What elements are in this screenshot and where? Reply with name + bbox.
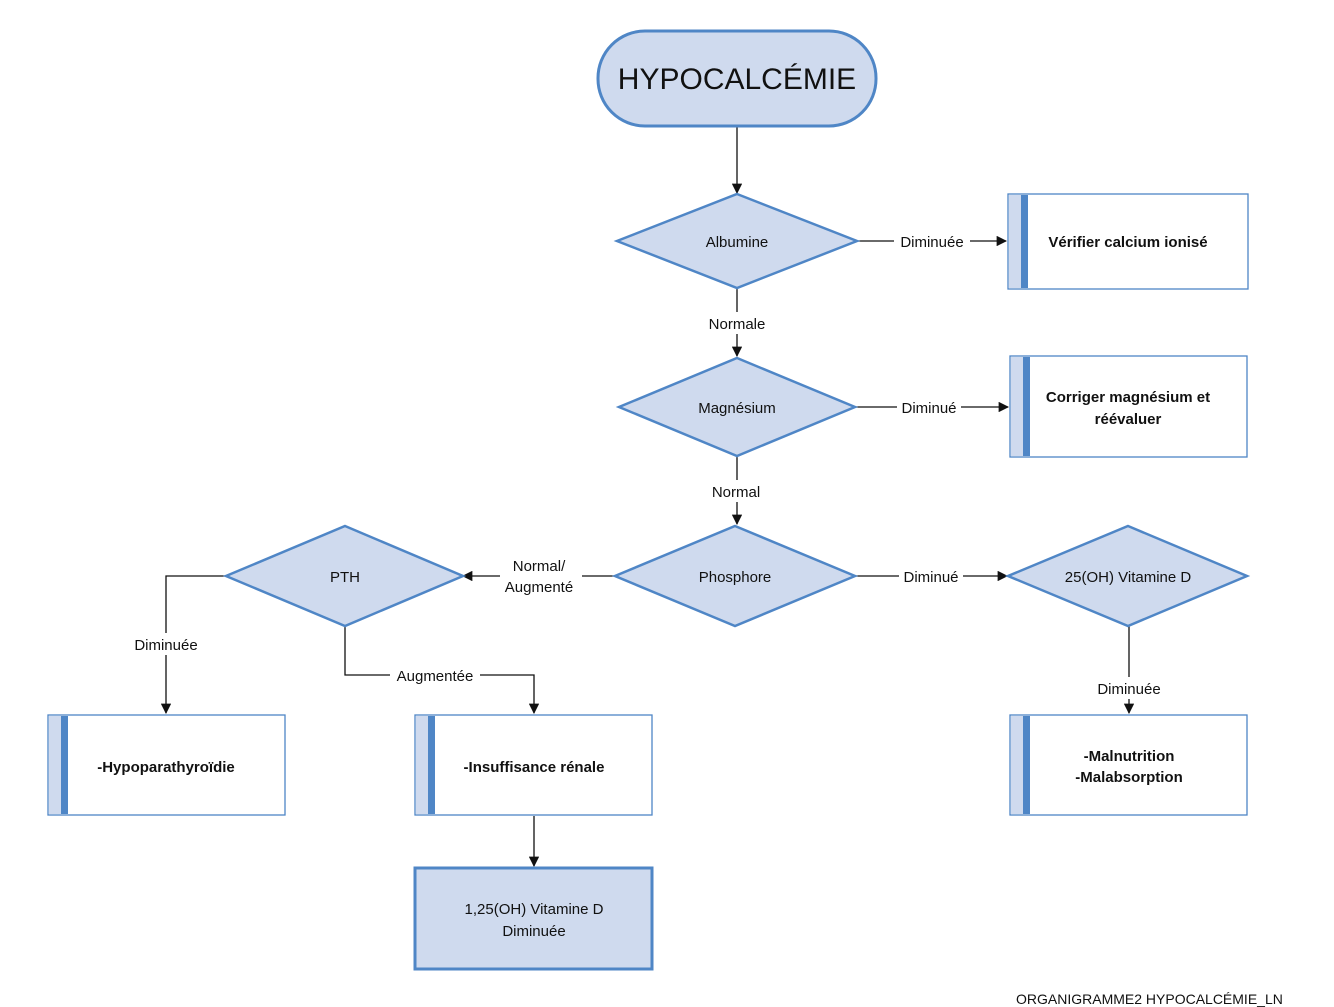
box-vitd125-line1: 1,25(OH) Vitamine D xyxy=(465,901,604,918)
label-phosphore-normal-1: Normal/ xyxy=(513,558,566,575)
box-corriger-magnesium: Corriger magnésium et réévaluer xyxy=(1009,355,1248,458)
box-vitd125: 1,25(OH) Vitamine D Diminuée xyxy=(413,866,654,971)
box-calcium-ionise: Vérifier calcium ionisé xyxy=(1007,193,1249,290)
footer-caption: ORGANIGRAMME2 HYPOCALCÉMIE_LN xyxy=(1016,991,1283,1007)
box-corriger-magnesium-line1: Corriger magnésium et xyxy=(1046,389,1210,406)
label-magnesium-normal: Normal xyxy=(712,484,760,501)
box-insuffisance-renale: -Insuffisance rénale xyxy=(414,714,653,816)
label-phosphore-diminue: Diminué xyxy=(903,569,958,586)
node-hypocalcemie-label: HYPOCALCÉMIE xyxy=(618,63,856,96)
label-phosphore-normal-2: Augmenté xyxy=(505,579,573,596)
box-malnutrition-line1: -Malnutrition xyxy=(1084,748,1175,765)
box-insuffisance-renale-label: -Insuffisance rénale xyxy=(464,759,605,776)
box-malnutrition-line2: -Malabsorption xyxy=(1075,769,1183,786)
decision-albumine-label: Albumine xyxy=(706,234,769,251)
box-malnutrition: -Malnutrition -Malabsorption xyxy=(1009,714,1248,816)
decision-pth-label: PTH xyxy=(330,569,360,586)
decision-magnesium-label: Magnésium xyxy=(698,400,776,417)
box-hypoparathyroidie: -Hypoparathyroïdie xyxy=(47,714,286,816)
decision-phosphore-label: Phosphore xyxy=(699,569,772,586)
edge-pth-hypoparathyroidie xyxy=(160,575,226,715)
decision-magnesium: Magnésium xyxy=(615,356,859,458)
box-calcium-ionise-label: Vérifier calcium ionisé xyxy=(1048,234,1207,251)
label-pth-diminuee: Diminuée xyxy=(134,637,197,654)
box-vitd125-line2: Diminuée xyxy=(502,923,565,940)
box-hypoparathyroidie-label: -Hypoparathyroïdie xyxy=(97,759,235,776)
decision-vitd25-label: 25(OH) Vitamine D xyxy=(1065,569,1192,586)
decision-phosphore: Phosphore xyxy=(611,524,859,628)
label-vitd-diminuee: Diminuée xyxy=(1097,681,1160,698)
decision-pth: PTH xyxy=(222,524,467,628)
label-albumine-diminuee: Diminuée xyxy=(900,234,963,251)
decision-vitd25: 25(OH) Vitamine D xyxy=(1004,524,1251,628)
label-pth-augmentee: Augmentée xyxy=(397,668,474,685)
label-albumine-normale: Normale xyxy=(709,316,766,333)
box-corriger-magnesium-line2: réévaluer xyxy=(1095,411,1162,428)
edge-labels: Diminuée Normale Diminué Normal Normal/ … xyxy=(128,230,1168,699)
decision-albumine: Albumine xyxy=(613,192,861,290)
node-hypocalcemie: HYPOCALCÉMIE xyxy=(596,29,878,128)
label-magnesium-diminue: Diminué xyxy=(901,400,956,417)
